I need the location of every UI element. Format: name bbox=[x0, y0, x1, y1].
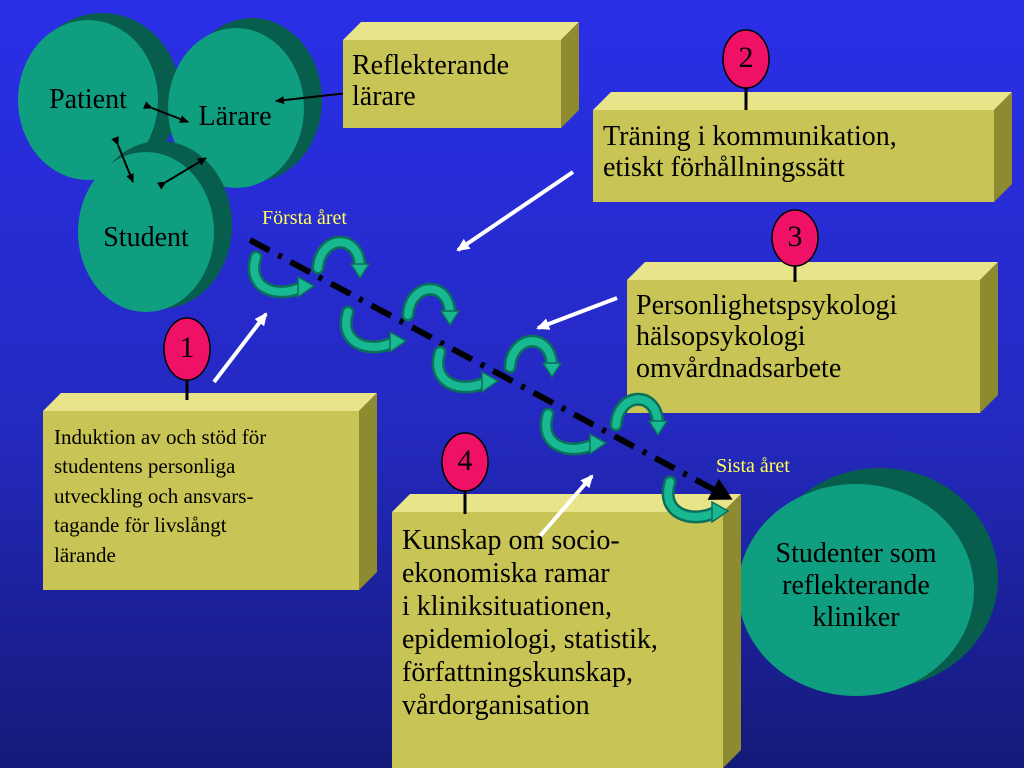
pin-4-number: 4 bbox=[457, 444, 473, 477]
last-year-label: Sista året bbox=[716, 455, 790, 477]
pin-3 bbox=[771, 209, 819, 282]
patient-label: Patient bbox=[49, 84, 127, 115]
box-reflekterande bbox=[343, 22, 579, 128]
reflekterande-line: lärare bbox=[352, 81, 416, 113]
cycle-arrow bbox=[250, 253, 306, 296]
final-circle bbox=[738, 468, 998, 696]
box-3-line: Personlighetspsykologi bbox=[636, 290, 898, 321]
reflekterande-line: Reflekterande bbox=[352, 50, 510, 81]
cycle-arrow bbox=[314, 238, 364, 272]
box-4-line: ekonomiska ramar bbox=[402, 558, 610, 590]
cycle-arrow-head bbox=[589, 432, 608, 456]
box-reflekterande-text: Reflekterande lärare bbox=[352, 50, 557, 113]
pin-4 bbox=[441, 432, 489, 514]
box-2-line: Träning i kommunikation, bbox=[603, 121, 897, 152]
cycle-arrow bbox=[434, 348, 490, 391]
pin-1-number: 1 bbox=[179, 331, 195, 364]
white-arrows bbox=[212, 170, 618, 538]
box-4-line: Kunskap om socio- bbox=[402, 525, 620, 556]
box-2-line: etiskt förhållningssätt bbox=[603, 152, 845, 184]
box-4-line: författningskunskap, bbox=[402, 657, 633, 689]
larare-circle bbox=[168, 18, 322, 188]
box-1-line: lärande bbox=[54, 542, 116, 567]
relation-arrows bbox=[111, 92, 349, 190]
student-circle bbox=[78, 141, 232, 312]
box-1-line: Induktion av och stöd för bbox=[54, 425, 267, 449]
box-4-line: vårdorganisation bbox=[402, 690, 590, 722]
final-label-line3: kliniker bbox=[812, 602, 900, 634]
box-2-text: Träning i kommunikation, etiskt förhålln… bbox=[603, 121, 993, 184]
box-3-text: Personlighetspsykologi hälsopsykologi om… bbox=[636, 290, 976, 384]
cycle-arrow-head bbox=[541, 362, 563, 379]
cycle-arrow bbox=[664, 478, 720, 521]
final-label-line2: reflekterande bbox=[782, 570, 930, 602]
box-3-line: omvårdnadsarbete bbox=[636, 352, 842, 384]
pin-1 bbox=[163, 317, 211, 400]
box-1-line: studentens personliga bbox=[54, 454, 236, 479]
first-year-label: Första året bbox=[262, 207, 347, 229]
pin-2-number: 2 bbox=[738, 41, 754, 74]
cycle-arrow bbox=[506, 337, 556, 371]
final-label-line1: Studenter som bbox=[775, 538, 937, 569]
final-label: Studenter som reflekterande kliniker bbox=[746, 538, 966, 635]
box-4 bbox=[392, 494, 741, 768]
cycle-arrows bbox=[247, 235, 730, 524]
timeline-line bbox=[248, 237, 733, 500]
cycle-arrow bbox=[404, 285, 454, 319]
cycle-arrow bbox=[342, 308, 398, 351]
cycle-arrow-head bbox=[389, 330, 408, 354]
pin-3-number: 3 bbox=[787, 220, 803, 253]
cycle-arrow-head bbox=[647, 420, 669, 437]
box-1-line: tagande för livslångt bbox=[54, 513, 227, 538]
box-1-line: utveckling och ansvars- bbox=[54, 483, 254, 508]
cycle-arrow bbox=[612, 395, 662, 429]
cycle-arrow-head bbox=[349, 263, 371, 280]
box-2 bbox=[593, 92, 1012, 202]
cycle-arrow-head bbox=[297, 275, 316, 299]
cycle-arrow-head bbox=[439, 310, 461, 327]
cycle-arrow-head bbox=[711, 500, 730, 524]
box-1-text: Induktion av och stöd för studentens per… bbox=[54, 423, 354, 570]
box-1 bbox=[43, 393, 377, 590]
student-label: Student bbox=[103, 222, 189, 253]
larare-label: Lärare bbox=[198, 101, 272, 132]
box-4-line: epidemiologi, statistik, bbox=[402, 624, 658, 656]
box-4-line: i kliniksituationen, bbox=[402, 591, 612, 623]
pin-2 bbox=[722, 29, 770, 110]
box-4-text: Kunskap om socio- ekonomiska ramar i kli… bbox=[402, 524, 722, 722]
box-3 bbox=[627, 262, 998, 413]
cycle-arrow-head bbox=[481, 370, 500, 394]
box-3-line: hälsopsykologi bbox=[636, 321, 806, 353]
cycle-arrow bbox=[542, 410, 598, 453]
